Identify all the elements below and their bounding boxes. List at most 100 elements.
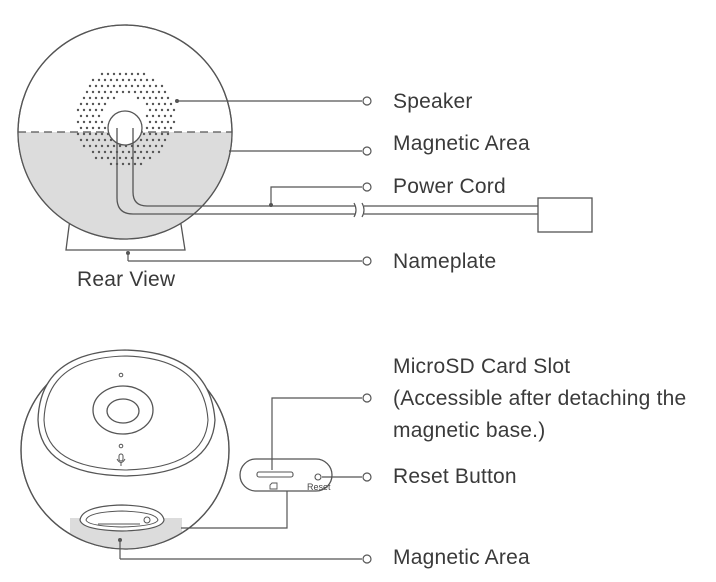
speaker-label: Speaker [393,90,473,113]
speaker-hole [157,90,161,94]
speaker-hole [136,156,140,160]
leader-lines-top [126,96,372,266]
speaker-hole [139,90,143,94]
speaker-hole [160,84,164,88]
speaker-hole [82,120,86,124]
speaker-hole [163,102,167,106]
speaker-hole [151,126,155,130]
power-cord-label: Power Cord [393,175,506,198]
speaker-hole [106,84,110,88]
speaker-hole [148,144,152,148]
nameplate-label: Nameplate [393,250,497,273]
speaker-hole [133,78,137,82]
speaker-hole [124,72,128,76]
speaker-hole [157,114,161,118]
speaker-hole [79,102,83,106]
speaker-hole [79,126,83,130]
speaker-hole [142,156,146,160]
speaker-hole [133,90,137,94]
speaker-hole [154,108,158,112]
speaker-hole [91,150,95,154]
speaker-hole [166,132,170,136]
speaker-hole [130,72,134,76]
speaker-hole [127,78,131,82]
speaker-hole [139,78,143,82]
speaker-hole [172,120,176,124]
speaker-hole [154,132,158,136]
speaker-hole [79,114,83,118]
speaker-hole [136,96,140,100]
speaker-hole [163,90,167,94]
speaker-hole [115,78,119,82]
speaker-hole [88,120,92,124]
speaker-hole [88,132,92,136]
speaker-hole [94,132,98,136]
speaker-hole [133,150,137,154]
speaker-hole [97,126,101,130]
speaker-hole [94,156,98,160]
speaker-hole [91,90,95,94]
speaker-hole [121,78,125,82]
speaker-grille [76,72,176,166]
speaker-hole [136,84,140,88]
speaker-hole [103,90,107,94]
speaker-hole [106,72,110,76]
speaker-hole [112,156,116,160]
speaker-hole [160,132,164,136]
speaker-hole [85,102,89,106]
speaker-hole [169,126,173,130]
speaker-hole [142,132,146,136]
speaker-hole [97,138,101,142]
speaker-hole [118,84,122,88]
speaker-hole [100,120,104,124]
speaker-hole [118,156,122,160]
speaker-hole [160,144,164,148]
cord-port [107,110,143,146]
speaker-hole [142,84,146,88]
speaker-hole [157,126,161,130]
speaker-hole [127,150,131,154]
reset-small-label: Reset [307,482,331,492]
speaker-hole [151,90,155,94]
speaker-hole [154,84,158,88]
speaker-hole [154,96,158,100]
sd-card-icon [269,482,278,490]
speaker-hole [148,132,152,136]
speaker-hole [88,96,92,100]
speaker-hole [103,78,107,82]
speaker-hole [130,84,134,88]
speaker-hole [142,72,146,76]
speaker-hole [151,114,155,118]
speaker-hole [145,102,149,106]
speaker-hole [145,114,149,118]
speaker-hole [85,138,89,142]
leader-lines-bottom [118,393,372,564]
speaker-hole [115,90,119,94]
speaker-hole [85,114,89,118]
speaker-hole [82,96,86,100]
speaker-hole [94,96,98,100]
slot-detail-panel: Reset [239,458,333,492]
magnetic-area-shading [18,132,232,239]
speaker-hole [118,72,122,76]
speaker-hole [166,96,170,100]
speaker-hole [76,120,80,124]
speaker-hole [136,144,140,148]
speaker-hole [100,144,104,148]
speaker-hole [127,90,131,94]
speaker-hole [166,120,170,124]
speaker-hole [124,156,128,160]
camera-lens-inner [106,398,140,424]
speaker-hole [151,78,155,82]
microsd-slot [256,471,294,478]
speaker-hole [112,144,116,148]
microsd-label-line1: MicroSD Card Slot [393,355,571,378]
speaker-hole [106,144,110,148]
speaker-hole [160,108,164,112]
speaker-hole [157,138,161,142]
speaker-hole [106,156,110,160]
speaker-hole [103,102,107,106]
speaker-hole [145,150,149,154]
speaker-hole [121,90,125,94]
speaker-hole [100,132,104,136]
